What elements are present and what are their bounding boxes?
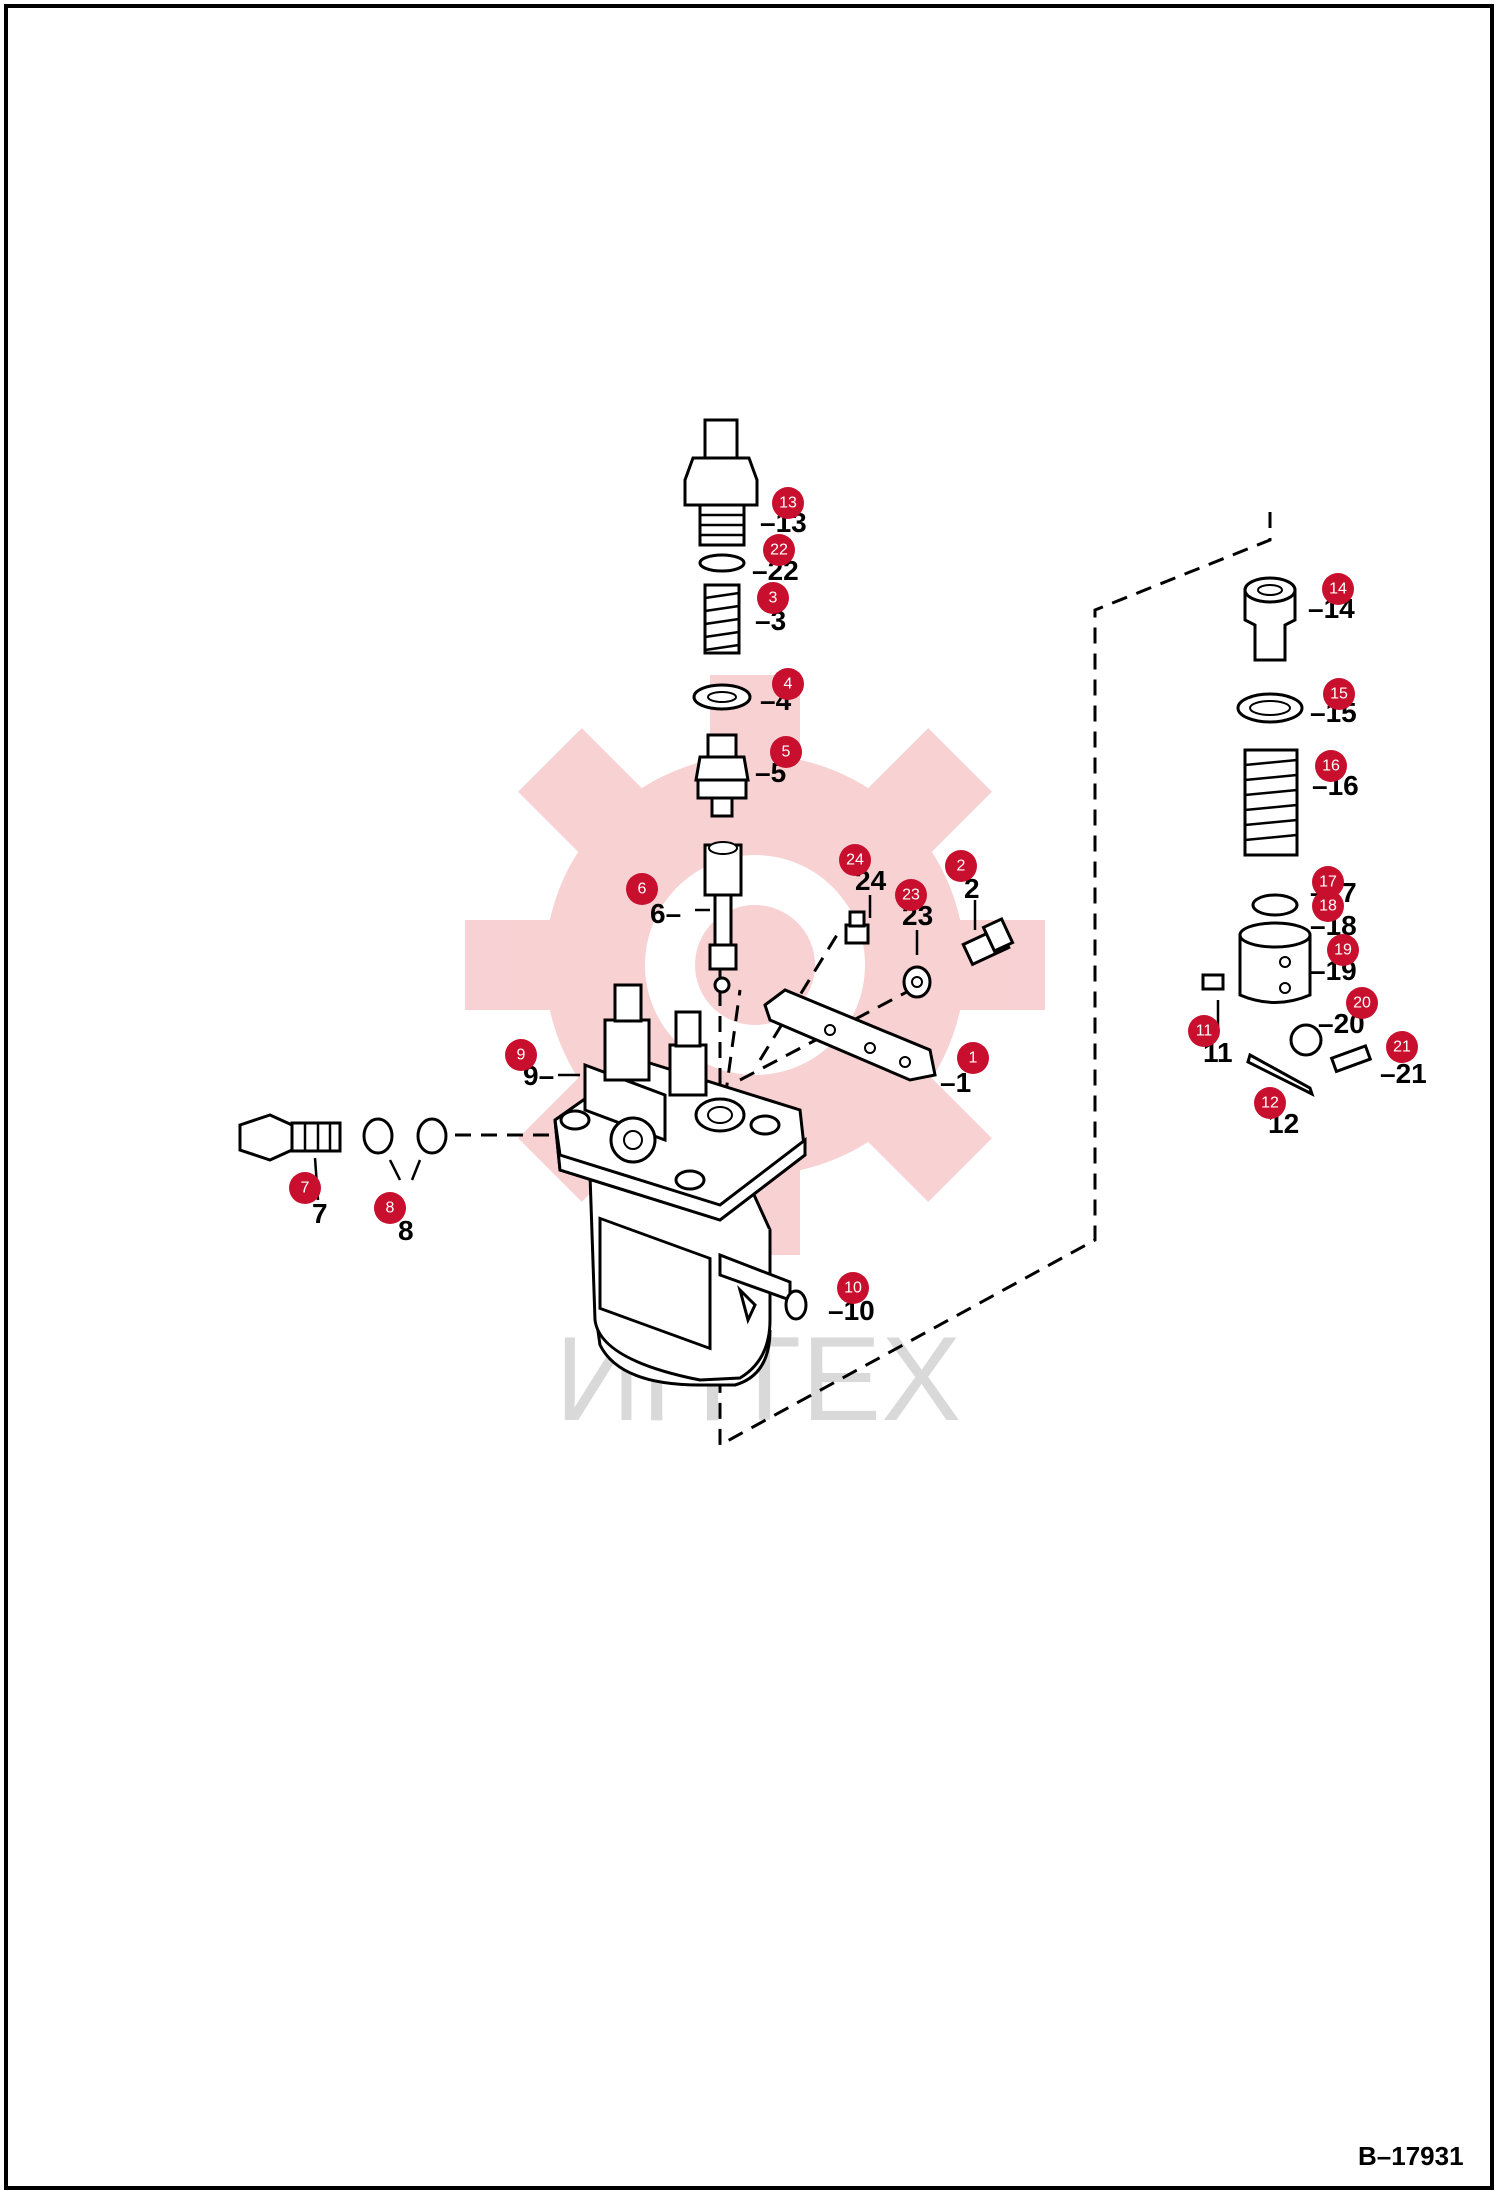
svg-text:10: 10 [844,1280,862,1297]
drawing-number: B–17931 [1358,2141,1464,2171]
screw [1201,973,1225,991]
cotter-pin [1246,1052,1315,1097]
callout-badge-5[interactable]: 5 [770,736,802,768]
page-border [4,4,1494,2190]
callout-badge-19[interactable]: 19 [1327,934,1359,966]
pump-body [553,983,808,1387]
callout-badge-13[interactable]: 13 [772,487,804,519]
callout-badge-17[interactable]: 17 [1312,866,1344,898]
o-ring [698,553,746,573]
svg-text:13: 13 [779,495,797,512]
banjo-bolt [238,1113,342,1162]
part-label-21: –21 [1380,1058,1427,1089]
callout-badge-4[interactable]: 4 [772,668,804,700]
callout-badge-7[interactable]: 7 [289,1172,321,1204]
callout-badges[interactable]: 1 2 3 4 5 6 7 8 9 10 11 12 13 14 15 16 1… [289,487,1418,1304]
sleeve [1289,1023,1323,1057]
callout-badge-3[interactable]: 3 [757,582,789,614]
svg-text:12: 12 [1261,1095,1279,1112]
callout-badge-24[interactable]: 24 [839,844,871,876]
plunger [703,841,743,994]
callout-badge-1[interactable]: 1 [957,1042,989,1074]
callout-badge-18[interactable]: 18 [1312,890,1344,922]
spring-cap [1243,576,1297,662]
svg-text:14: 14 [1329,581,1347,598]
part-label-6: 6– [650,898,681,929]
svg-text:17: 17 [1319,874,1337,891]
part-label-2: 2 [964,873,980,904]
callout-badge-11[interactable]: 11 [1188,1015,1220,1047]
bolt [961,916,1015,967]
valve-spring [703,583,741,655]
delivery-valve-holder [683,418,759,547]
callout-badge-21[interactable]: 21 [1386,1031,1418,1063]
callout-badge-8[interactable]: 8 [374,1192,406,1224]
svg-text:11: 11 [1196,1023,1213,1040]
svg-text:21: 21 [1393,1039,1411,1056]
callout-badge-9[interactable]: 9 [505,1039,537,1071]
svg-text:7: 7 [301,1180,310,1197]
svg-text:1: 1 [969,1050,978,1067]
svg-text:22: 22 [770,542,788,559]
svg-text:19: 19 [1334,942,1352,959]
plug [844,910,870,945]
callout-badge-16[interactable]: 16 [1315,750,1347,782]
delivery-valve [694,733,750,818]
svg-text:16: 16 [1322,758,1340,775]
svg-text:24: 24 [846,852,864,869]
part-label-7: 7 [312,1198,328,1229]
svg-text:9: 9 [517,1047,526,1064]
callout-badge-15[interactable]: 15 [1323,678,1355,710]
callout-badge-23[interactable]: 23 [895,879,927,911]
svg-text:3: 3 [769,590,778,607]
svg-text:6: 6 [638,881,647,898]
part-label-8: 8 [398,1215,414,1246]
svg-text:20: 20 [1353,995,1371,1012]
svg-text:23: 23 [902,887,920,904]
callout-badge-2[interactable]: 2 [945,850,977,882]
washer [362,1117,394,1155]
governor-spring [1243,748,1299,857]
governor-body [1238,893,1312,1004]
leader-lines [313,895,1220,1201]
svg-text:4: 4 [784,676,793,693]
control-lever [763,988,937,1082]
callout-badge-6[interactable]: 6 [626,873,658,905]
svg-text:5: 5 [782,744,791,761]
callout-badge-12[interactable]: 12 [1254,1087,1286,1119]
washer [416,1117,448,1155]
callout-badge-20[interactable]: 20 [1346,987,1378,1019]
svg-text:2: 2 [957,858,966,875]
svg-text:18: 18 [1319,898,1337,915]
callout-badge-22[interactable]: 22 [763,534,795,566]
pin [1329,1044,1373,1074]
svg-text:15: 15 [1330,686,1348,703]
callout-badge-10[interactable]: 10 [837,1272,869,1304]
callout-badge-14[interactable]: 14 [1322,573,1354,605]
svg-text:8: 8 [386,1200,395,1217]
